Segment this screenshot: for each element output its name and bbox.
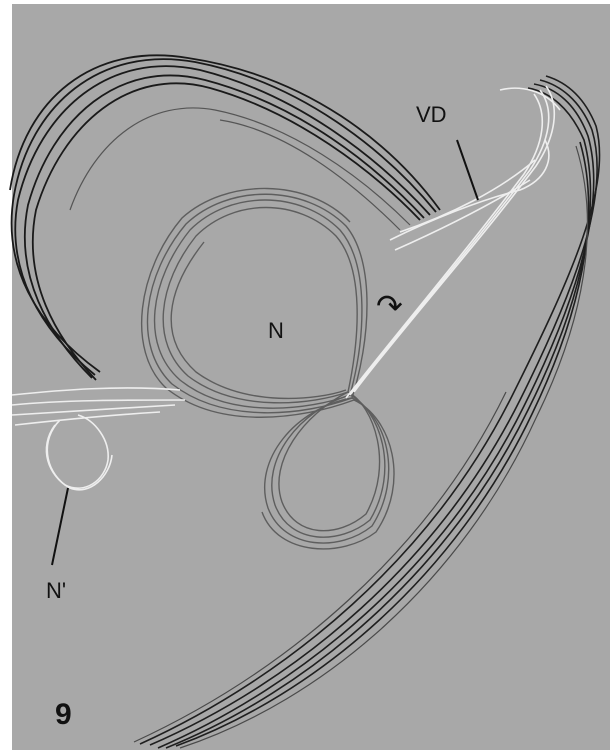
vd-label: VD [416, 104, 447, 126]
n-prime-white-traces [12, 388, 185, 490]
panel-number: 9 [55, 700, 72, 730]
vd-leader-line [457, 140, 478, 200]
n-prime-label: N' [46, 580, 66, 602]
vd-white-traces [346, 86, 560, 398]
n-prime-leader-line [52, 488, 68, 565]
left-mid-arc-traces [70, 108, 410, 230]
n-label: N [268, 320, 284, 342]
rotation-arrow-icon: ↷ [376, 290, 403, 322]
outer-mid-traces [134, 146, 587, 748]
left-dark-arc-traces [10, 55, 440, 380]
n-loop-traces [142, 188, 367, 417]
n-lower-loop-traces [262, 392, 394, 549]
